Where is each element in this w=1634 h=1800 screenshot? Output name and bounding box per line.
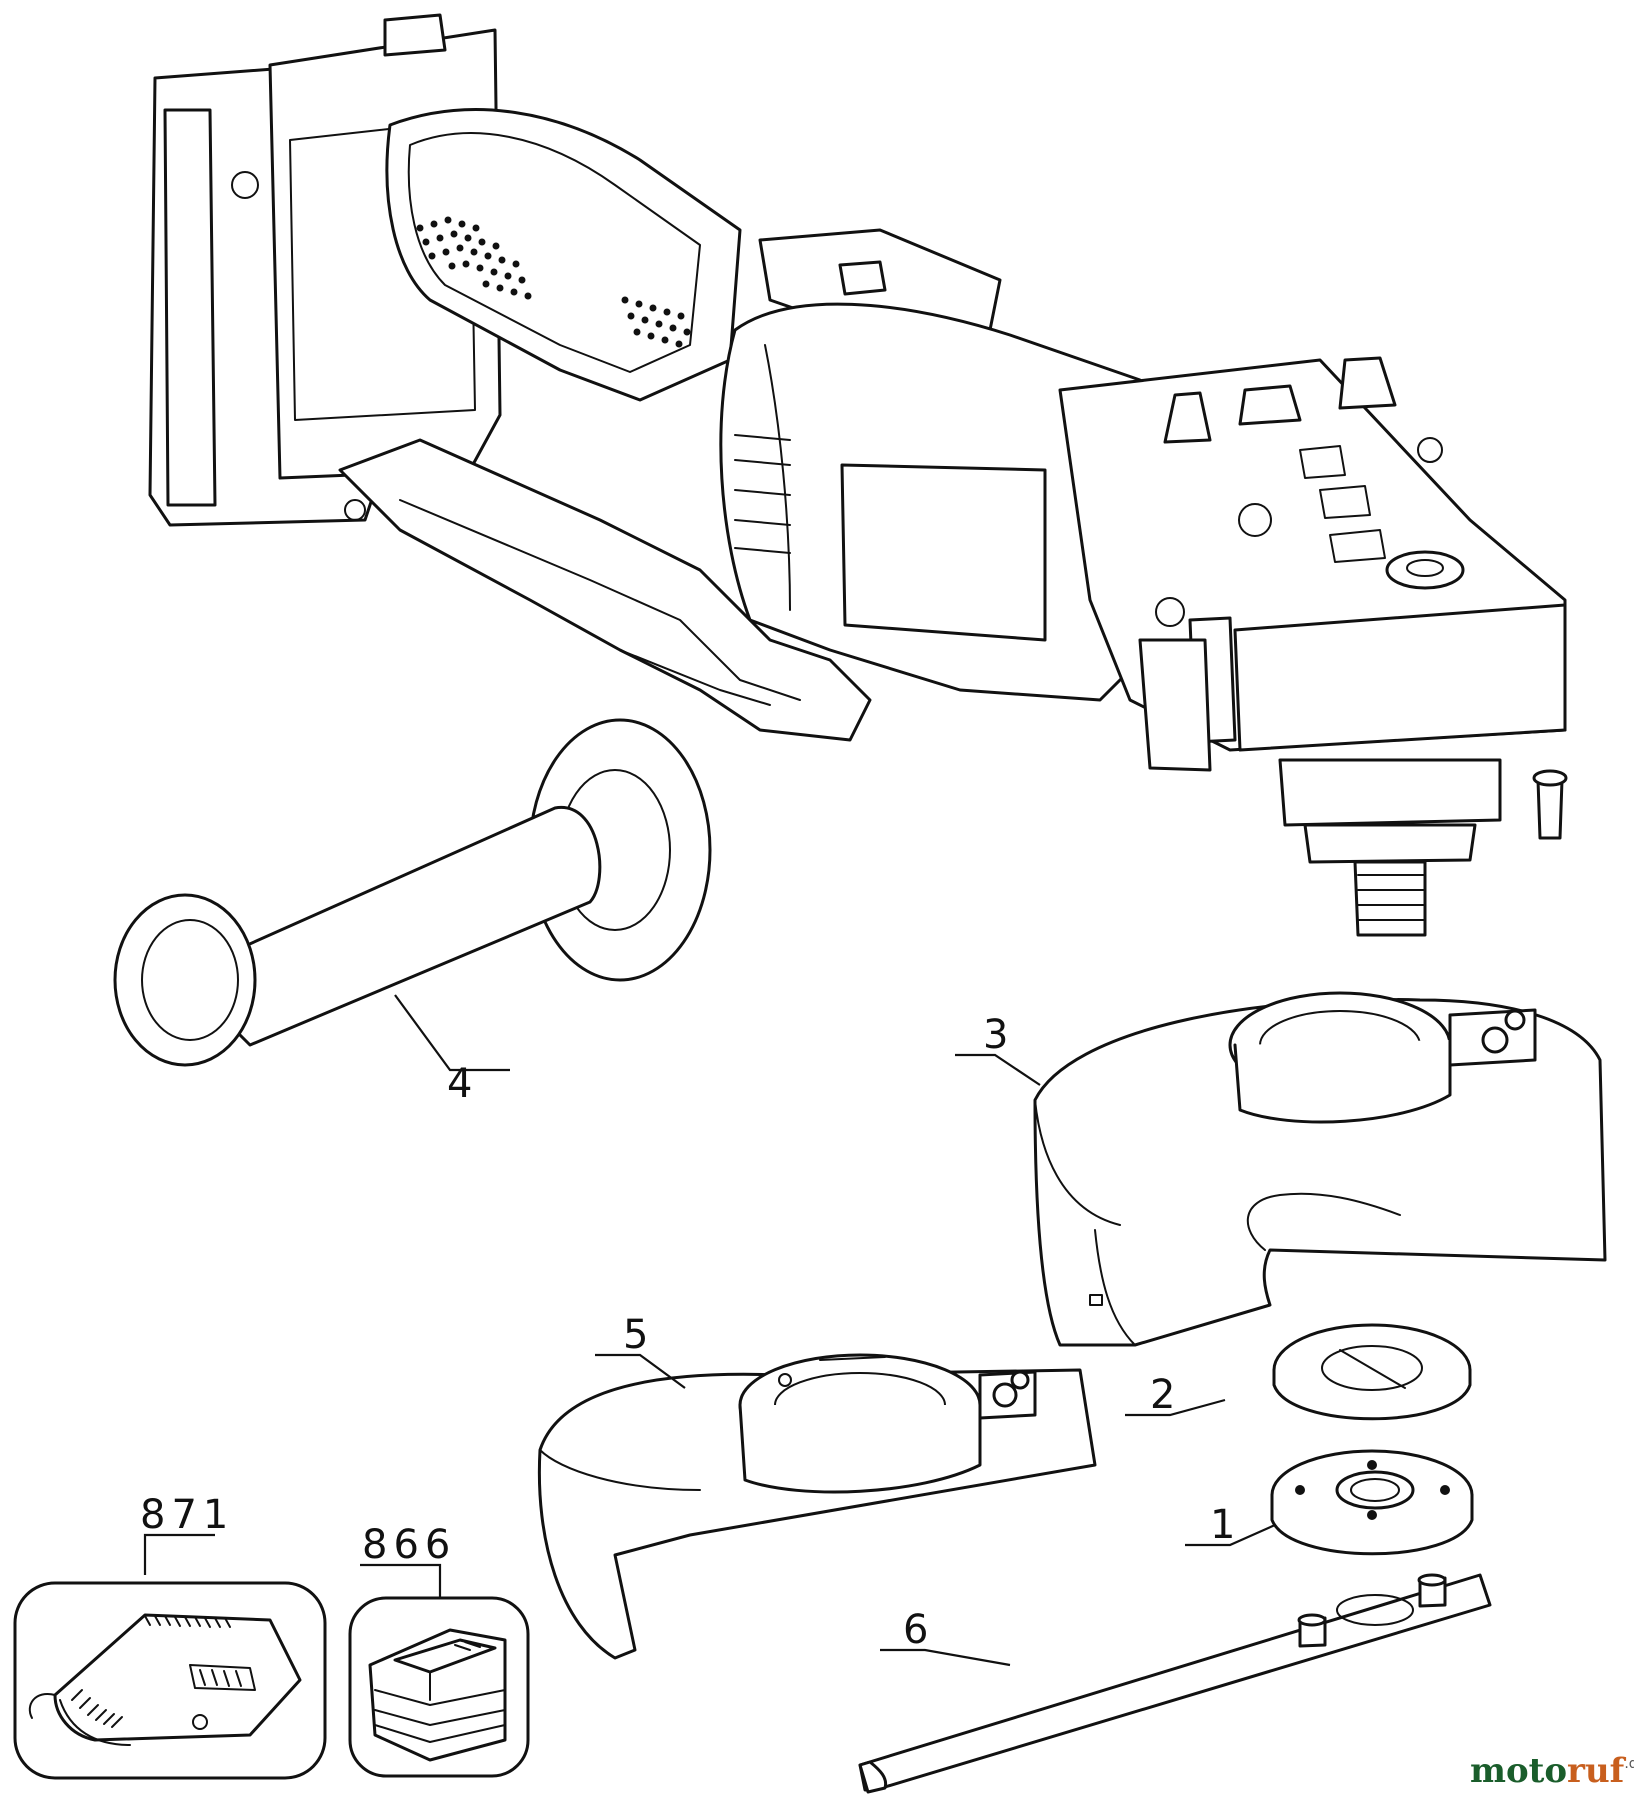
spanner-wrench — [858, 1573, 1492, 1794]
watermark-tld: .de — [1624, 1756, 1634, 1772]
callout-4: 4 — [447, 1061, 478, 1107]
callout-labels: 4 3 5 2 1 6 871 866 — [140, 1012, 1241, 1653]
callout-871: 871 — [140, 1492, 234, 1538]
angle-grinder-body — [148, 13, 1568, 937]
inner-flange — [1272, 1323, 1472, 1421]
callout-6: 6 — [903, 1607, 934, 1653]
callout-3: 3 — [983, 1012, 1014, 1058]
outer-flange-nut — [1270, 1449, 1474, 1556]
grip-texture — [416, 216, 691, 348]
callout-866: 866 — [362, 1522, 456, 1568]
watermark-logo: motoruf.de — [1470, 1751, 1634, 1791]
callout-2: 2 — [1150, 1372, 1181, 1418]
callout-1: 1 — [1210, 1502, 1241, 1548]
charger — [13, 1581, 327, 1780]
side-handle — [113, 718, 712, 1067]
svg-text:motoruf.de: motoruf.de — [1470, 1751, 1634, 1791]
watermark-part1: moto — [1470, 1751, 1567, 1791]
watermark-part2: ruf — [1567, 1751, 1627, 1791]
leader-lines — [143, 994, 1276, 1667]
callout-5: 5 — [623, 1312, 654, 1358]
wheel-guard-small — [537, 1353, 1097, 1660]
battery-pack — [348, 1596, 530, 1778]
charger-vents — [71, 1615, 231, 1728]
wheel-guard-large — [1033, 991, 1607, 1347]
